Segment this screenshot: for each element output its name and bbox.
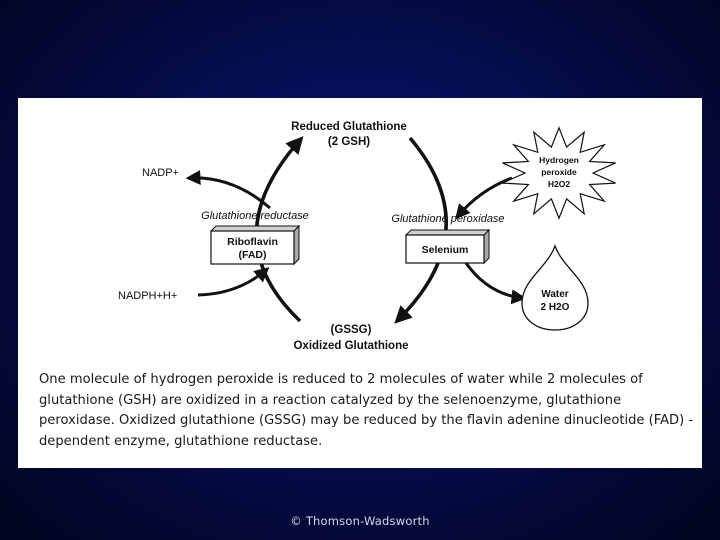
gsh-label: (2 GSH) [328,136,370,148]
riboflavin-label: Riboflavin [227,236,278,248]
burst-line-3: H2O2 [548,179,570,189]
nadph-label: NADPH+H+ [118,290,177,302]
burst-line-2: peroxide [541,167,577,177]
glutathione-peroxidase-label: Glutathione peroxidase [391,213,504,225]
diagram-caption: One molecule of hydrogen peroxide is red… [39,372,694,449]
copyright-footer: © Thomson-Wadsworth [290,514,430,528]
glutathione-reductase-label: Glutathione reductase [201,210,309,222]
water-drop: Water 2 H2O [521,244,589,331]
nadph-input-arrow [197,267,270,297]
reduced-glutathione-label: Reduced Glutathione [291,121,407,133]
burst-line-1: Hydrogen [539,155,579,165]
selenium-box: Selenium [404,228,491,265]
nadp-label: NADP+ [142,167,179,179]
water-output-arrow [464,262,527,305]
oxidized-glutathione-label: Oxidized Glutathione [293,340,408,352]
nadp-output-arrow [185,170,271,210]
water-count-label: 2 H2O [541,302,570,313]
peroxide-input-arrow [455,176,513,220]
riboflavin-box: Riboflavin (FAD) [209,224,301,266]
diagram-panel: Reduced Glutathione (2 GSH) (GSSG) Oxidi… [18,98,702,468]
fad-label: (FAD) [239,249,267,261]
hydrogen-peroxide-burst: Hydrogen peroxide H2O2 [502,126,616,220]
water-label: Water [541,289,569,300]
right-cycle-arrow [394,136,448,324]
selenium-label: Selenium [422,244,469,256]
glutathione-cycle-diagram: Reduced Glutathione (2 GSH) (GSSG) Oxidi… [118,121,616,352]
gssg-label: (GSSG) [331,324,372,336]
